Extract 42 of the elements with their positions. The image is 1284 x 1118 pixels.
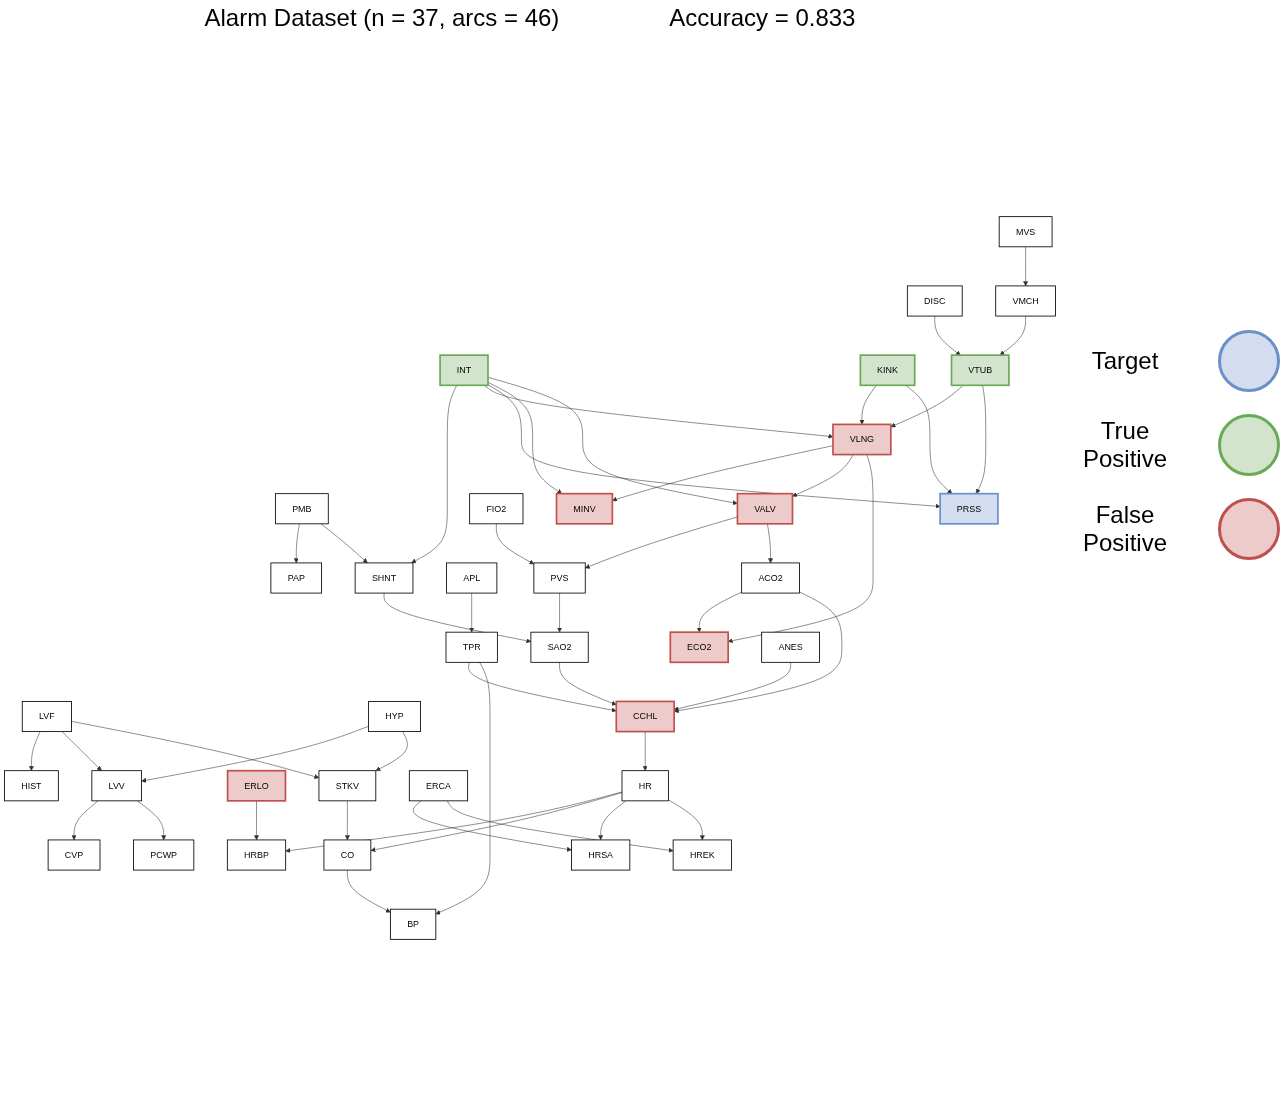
node-box: MVS (998, 216, 1053, 248)
legend-text: Target (1090, 347, 1160, 375)
node-box: PCWP (133, 839, 195, 871)
node-box: ERCA (408, 770, 469, 802)
node-box: VMCH (995, 285, 1056, 317)
node-box: CO (323, 839, 372, 871)
node-box: HRBP (226, 839, 287, 871)
node-box: VLNG (832, 423, 892, 456)
node-box: HREK (672, 839, 732, 871)
node-box: APL (446, 562, 498, 594)
node-box: ACO2 (741, 562, 800, 594)
legend-text: False Positive (1081, 501, 1168, 557)
node-box: PVS (533, 562, 586, 594)
node-box: CCHL (615, 700, 675, 733)
node-box: STKV (318, 770, 377, 802)
legend-text: True Positive (1081, 417, 1168, 473)
accuracy-note: Accuracy = 0.833 (669, 4, 856, 32)
node-box: ECO2 (669, 631, 729, 664)
node-box: LVV (91, 770, 142, 802)
node-box: VALV (736, 492, 794, 525)
node-box: BP (389, 908, 437, 940)
node-box: HIST (4, 770, 59, 802)
node-box: FIO2 (469, 493, 524, 525)
node-box: VTUB (950, 354, 1010, 387)
node-box: CVP (47, 839, 101, 871)
node-box: DISC (906, 285, 963, 317)
node-box: LVF (21, 701, 72, 732)
node-box: HR (621, 770, 669, 802)
node-box: MINV (555, 492, 614, 525)
node-box: SAO2 (530, 631, 589, 663)
node-box: SHNT (354, 562, 414, 594)
node-box: PRSS (939, 492, 999, 525)
node-box: ERLO (226, 769, 287, 802)
chart-title: Alarm Dataset (n = 37, arcs = 46) (204, 4, 560, 32)
node-box: HRSA (571, 839, 631, 871)
node-box: ANES (761, 631, 820, 663)
node-box: INT (439, 354, 489, 387)
node-box: KINK (859, 354, 916, 387)
node-box: PAP (270, 562, 323, 594)
node-box: PMB (274, 493, 329, 525)
node-box: HYP (368, 701, 421, 732)
node-box: TPR (445, 631, 498, 663)
